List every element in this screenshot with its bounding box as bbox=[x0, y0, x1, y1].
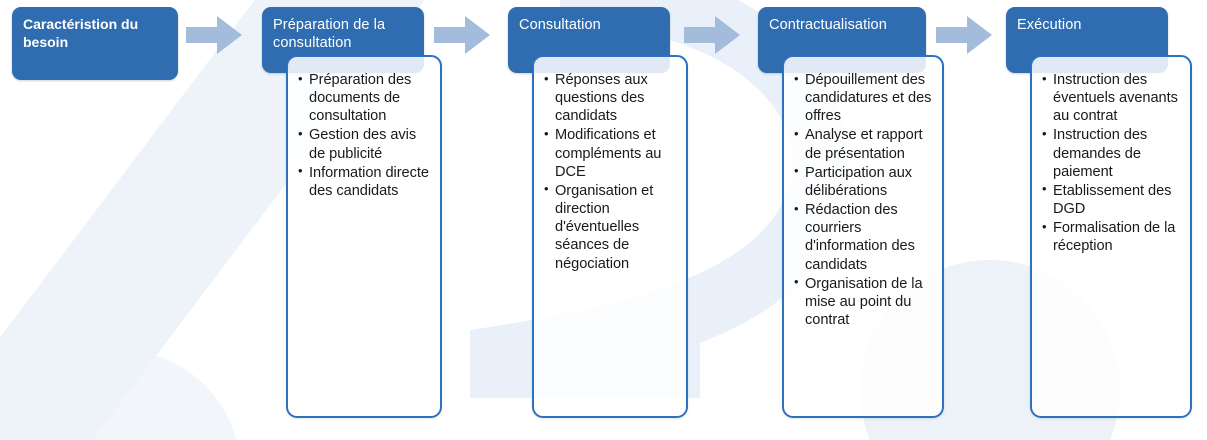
list-item: Organisation et direction d'éventuelles … bbox=[544, 181, 680, 273]
list-item: Réponses aux questions des candidats bbox=[544, 70, 680, 125]
stage-items-contractualisation: Dépouillement des candidatures et des of… bbox=[784, 57, 942, 338]
list-item: Dépouillement des candidatures et des of… bbox=[794, 70, 936, 125]
stage-body-preparation-de-la-consultation: Préparation des documents de consultatio… bbox=[286, 55, 442, 418]
list-item: Analyse et rapport de présentation bbox=[794, 126, 936, 162]
list-item: Préparation des documents de consultatio… bbox=[298, 70, 434, 125]
arrow-3-icon bbox=[684, 16, 740, 54]
stage-body-execution: Instruction des éventuels avenants au co… bbox=[1030, 55, 1192, 418]
stage-header-caracterisation-du-besoin[interactable]: Caractéristion du besoin bbox=[12, 7, 178, 80]
stage-contractualisation: Contractualisation Dépouillement des can… bbox=[758, 0, 944, 440]
list-item: Instruction des éventuels avenants au co… bbox=[1042, 70, 1184, 125]
list-item: Information directe des candidats bbox=[298, 163, 434, 200]
stage-items-consultation: Réponses aux questions des candidats Mod… bbox=[534, 57, 686, 282]
stage-execution: Exécution Instruction des éventuels aven… bbox=[1006, 0, 1192, 440]
list-item: Instruction des demandes de paiement bbox=[1042, 126, 1184, 180]
arrow-4-icon bbox=[936, 16, 992, 54]
list-item: Modifications et compléments au DCE bbox=[544, 126, 680, 180]
list-item: Formalisation de la réception bbox=[1042, 219, 1184, 255]
stage-items-preparation-de-la-consultation: Préparation des documents de consultatio… bbox=[288, 57, 440, 209]
list-item: Gestion des avis de publicité bbox=[298, 126, 434, 162]
list-item: Organisation de la mise au point du cont… bbox=[794, 274, 936, 329]
list-item: Rédaction des courriers d'information de… bbox=[794, 201, 936, 274]
arrow-2-icon bbox=[434, 16, 490, 54]
stage-caracterisation-du-besoin: Caractéristion du besoin bbox=[12, 0, 178, 440]
list-item: Participation aux délibérations bbox=[794, 163, 936, 200]
list-item: Etablissement des DGD bbox=[1042, 181, 1184, 218]
stage-preparation-de-la-consultation: Préparation de la consultation Préparati… bbox=[262, 0, 442, 440]
arrow-1-icon bbox=[186, 16, 242, 54]
stage-items-execution: Instruction des éventuels avenants au co… bbox=[1032, 57, 1190, 265]
stage-body-contractualisation: Dépouillement des candidatures et des of… bbox=[782, 55, 944, 418]
stage-consultation: Consultation Réponses aux questions des … bbox=[508, 0, 688, 440]
stage-body-consultation: Réponses aux questions des candidats Mod… bbox=[532, 55, 688, 418]
